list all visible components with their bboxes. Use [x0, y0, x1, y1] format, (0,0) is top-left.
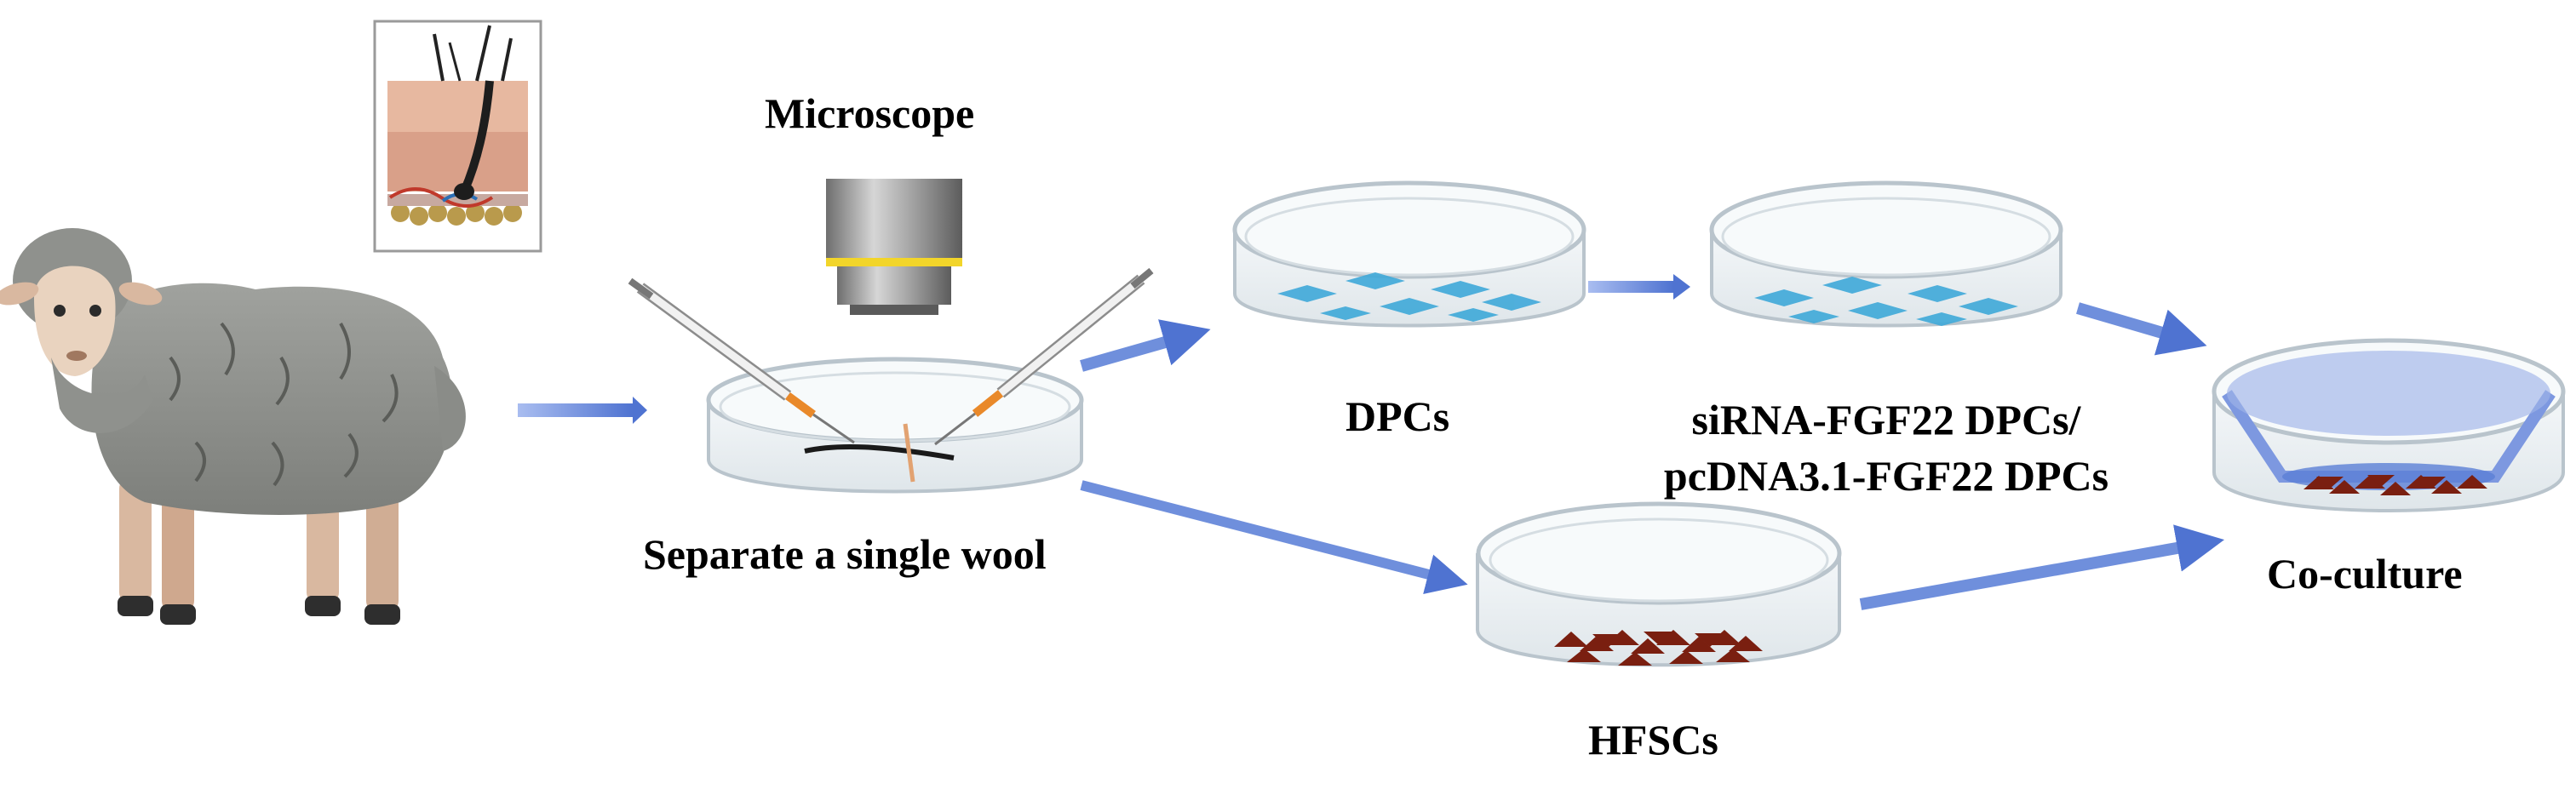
transfected-label-line1: siRNA-FGF22 DPCs/ — [1691, 396, 2081, 443]
separate-label: Separate a single wool — [643, 530, 1047, 578]
skin-section-icon — [373, 20, 542, 253]
arrow-sheep-to-dish — [518, 397, 647, 424]
syringe-icon — [934, 267, 1154, 446]
syringe-icon — [628, 277, 855, 444]
microscope-label: Microscope — [765, 89, 975, 137]
petri-dish-dpcs — [1232, 180, 1586, 328]
petri-dish-hfscs — [1476, 501, 1842, 667]
transfected-label-line2: pcDNA3.1-FGF22 DPCs — [1663, 452, 2109, 500]
sheep-icon — [0, 228, 466, 625]
separation-dish-icon — [706, 357, 1084, 494]
microscope-objective-icon — [826, 179, 962, 315]
arrow-hfscs-to-coculture — [1859, 524, 2225, 610]
petri-dish-transfected-dpcs — [1709, 180, 2063, 328]
hfscs-label: HFSCs — [1588, 716, 1718, 763]
arrow-dpcs-to-transfected — [1588, 274, 1690, 300]
arrow-dish-to-hfscs — [1080, 480, 1468, 595]
transwell-dish-icon — [2212, 338, 2566, 512]
coculture-label: Co-culture — [2267, 550, 2463, 597]
arrow-dish-to-dpcs — [1080, 319, 1211, 372]
dpcs-label: DPCs — [1345, 392, 1450, 440]
arrow-transfected-to-coculture — [2076, 302, 2207, 356]
